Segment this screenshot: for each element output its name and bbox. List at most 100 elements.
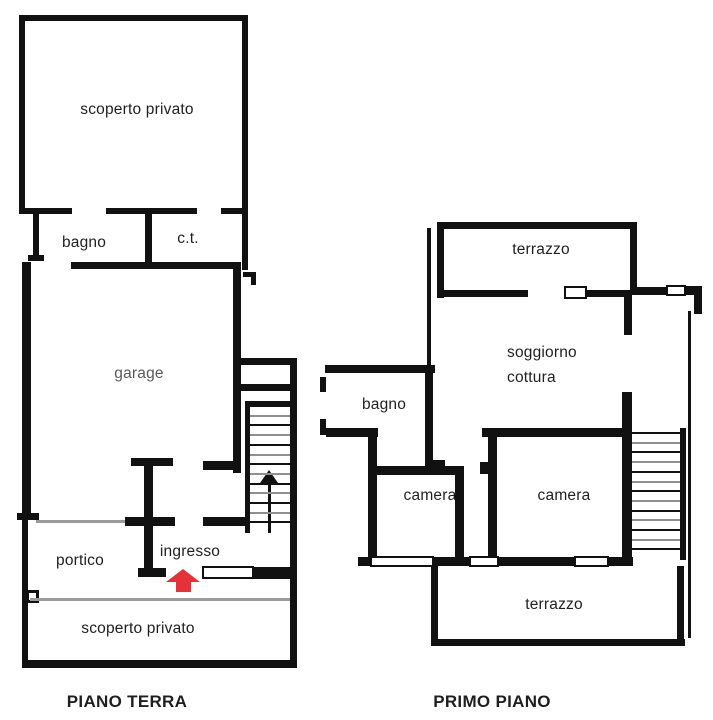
stair-step-line [250, 453, 290, 456]
room-label-scoperto-privato-bottom: scoperto privato [81, 620, 195, 637]
wall [19, 15, 248, 21]
room-label-scoperto-privato-top: scoperto privato [80, 101, 194, 118]
window [666, 285, 686, 296]
stair-step-line [632, 480, 680, 483]
stair-step-line [250, 511, 290, 514]
wall [368, 437, 377, 561]
stair-step-line [632, 451, 680, 454]
stair-step-line [250, 414, 290, 417]
stair-step-line [250, 463, 290, 466]
wall [22, 520, 28, 668]
wall [144, 458, 153, 574]
wall [245, 401, 297, 405]
stair-step-line [250, 434, 290, 437]
stair-step-line [632, 529, 680, 531]
window [564, 286, 587, 299]
wall [480, 462, 489, 474]
wall [482, 428, 628, 437]
wall [608, 557, 633, 566]
wall [680, 428, 686, 560]
stair-step-line [632, 432, 680, 434]
wall [425, 372, 433, 471]
wall [242, 214, 248, 270]
wall [203, 461, 240, 470]
wall [251, 272, 256, 285]
wall [17, 513, 39, 520]
wall [242, 15, 248, 214]
wall [125, 517, 175, 526]
stair-step-line [250, 443, 290, 446]
wall [138, 568, 166, 577]
wall [145, 214, 152, 263]
stair-step-line [632, 499, 680, 502]
wall [320, 377, 326, 392]
stair-step-line [250, 482, 290, 485]
stair-step-line [632, 519, 680, 522]
stair-step-line [632, 470, 680, 473]
wall [28, 255, 44, 261]
first-floor-title: PRIMO PIANO [433, 692, 551, 711]
wall [677, 566, 684, 646]
wall [33, 214, 39, 260]
wall [372, 466, 460, 475]
wall [488, 437, 497, 560]
wall [433, 557, 470, 566]
room-label-camera-right: camera [537, 487, 591, 504]
wall [106, 208, 197, 214]
wall [320, 419, 326, 435]
wall [203, 517, 245, 526]
stair-step-line [250, 424, 290, 427]
wall [437, 222, 444, 298]
wall [437, 290, 528, 297]
stair-step-line [632, 548, 680, 551]
open-boundary-line [30, 598, 291, 601]
wall [624, 295, 632, 335]
room-label-ct: c.t. [177, 230, 199, 247]
wall [19, 208, 72, 214]
wall [290, 391, 297, 668]
room-label-bagno-ground: bagno [61, 234, 107, 251]
stair-step-line [250, 405, 290, 407]
wall [431, 639, 685, 646]
room-label-terrazzo-bottom: terrazzo [525, 596, 583, 613]
wall [427, 228, 431, 372]
wall [437, 222, 637, 229]
wall [22, 262, 31, 520]
wall [429, 460, 445, 467]
stair-step-line [632, 461, 680, 464]
window [574, 556, 609, 567]
wall [358, 557, 371, 566]
wall [243, 272, 256, 277]
room-label-camera-left: camera [403, 487, 457, 504]
stair-step-line [250, 472, 290, 475]
wall [632, 287, 668, 295]
wall [253, 567, 291, 579]
wall [630, 222, 637, 292]
wall [221, 208, 248, 214]
wall [240, 384, 297, 391]
open-boundary-line [36, 520, 129, 523]
room-label-bagno-first: bagno [361, 396, 407, 413]
wall [455, 466, 464, 560]
wall [71, 262, 237, 269]
wall [290, 358, 297, 391]
wall [694, 286, 702, 314]
stair-step-line [632, 490, 680, 493]
window [202, 566, 254, 579]
wall [240, 358, 297, 365]
stair-step-line [250, 521, 290, 524]
wall [498, 557, 575, 566]
window [469, 556, 499, 567]
wall [622, 392, 632, 562]
window [370, 556, 434, 567]
ground-floor-title: PIANO TERRA [66, 692, 188, 711]
stair-step-line [250, 492, 290, 495]
stair-step-line [632, 509, 680, 512]
wall [325, 365, 435, 373]
wall [245, 401, 250, 533]
stair-step-line [632, 538, 680, 541]
wall [22, 660, 297, 668]
room-label-portico: portico [56, 552, 104, 569]
